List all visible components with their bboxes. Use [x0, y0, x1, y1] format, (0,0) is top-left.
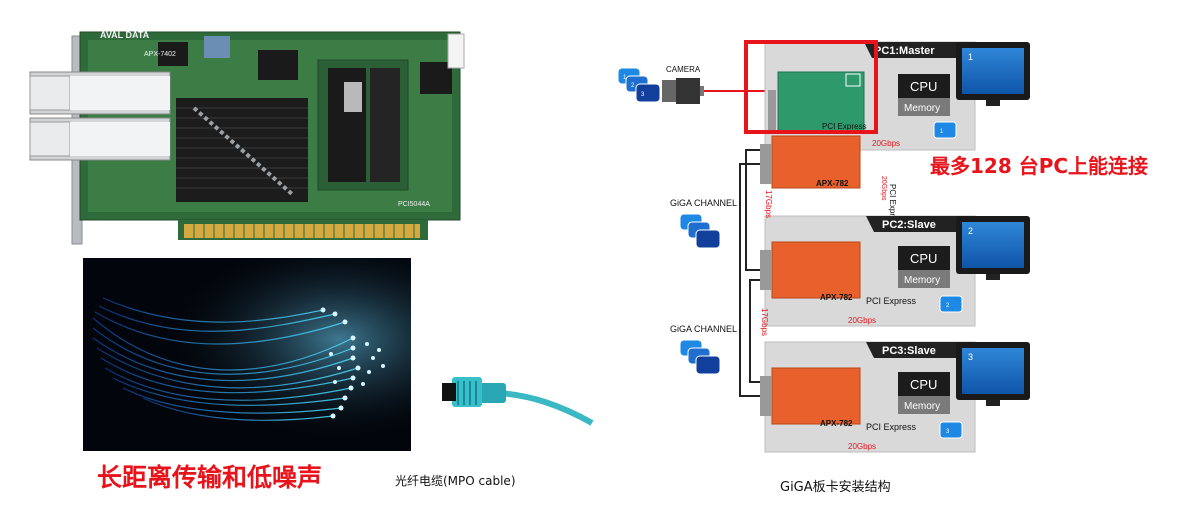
cam-badge-3-label: 3 — [641, 92, 645, 98]
giga-channel-cables — [739, 149, 760, 397]
pc3-cpu-label: CPU — [910, 377, 937, 392]
pc2-pci-label: PCI Express — [866, 296, 917, 306]
fiber-optic-image — [83, 258, 411, 451]
pc1-monitor-number: 1 — [968, 52, 973, 62]
giga-channel-stack-2 — [679, 339, 721, 375]
pc1-cpu-label: CPU — [910, 79, 937, 94]
mpo-cable-caption: 光纤电缆(MPO cable) — [395, 474, 516, 488]
pc1-title: PC1:Master — [874, 45, 935, 57]
pc1-memory-label: Memory — [904, 103, 940, 114]
pc1-apx782-card: APX-782 PCI Express 20Gbps — [760, 135, 897, 228]
pc1-small-badge: 1 — [940, 129, 944, 135]
cam-badge-2-label: 2 — [631, 83, 635, 89]
giga-channel-label-2: GiGA CHANNEL — [670, 324, 737, 334]
pc3-pci-label: PCI Express — [866, 422, 917, 432]
pc2-memory-label: Memory — [904, 275, 940, 286]
pc2-monitor-number: 2 — [968, 226, 973, 236]
structure-caption: GiGA板卡安装结构 — [780, 480, 891, 495]
pc2-monitor-icon: 2 — [956, 216, 1030, 280]
pcb-model-text: APX-7402 — [144, 51, 176, 58]
pc1-pci-vertical: PCI Express — [888, 184, 897, 228]
pc2-small-badge: 2 — [946, 303, 950, 309]
pc3-speed-label: 20Gbps — [848, 442, 876, 451]
mpo-cable-image — [442, 377, 594, 426]
camera-stack: 1 2 3 — [617, 67, 661, 103]
giga-channel-stack-1 — [679, 213, 721, 249]
pc3-monitor-number: 3 — [968, 352, 973, 362]
pcb-part-text: PCI5044A — [398, 201, 430, 208]
pc3-slave-box: PC3:Slave CPU Memory APX-782 PCI Express… — [760, 341, 976, 453]
pc1-speed-vertical: 20Gbps — [880, 176, 887, 201]
giga-speed-label-1: 17Gbps — [764, 190, 773, 218]
pc2-title: PC2:Slave — [882, 219, 936, 231]
pc3-title: PC3:Slave — [882, 345, 936, 357]
giga-board-photo: AVAL DATA APX-7402 PCI5044A — [29, 30, 465, 245]
max-pc-connect-caption: 最多128 台PC上能连接 — [930, 154, 1149, 178]
giga-install-diagram: 1 2 3 CAMERA PC1:Master CPU Memory PCI E… — [617, 40, 1030, 453]
long-distance-caption: 长距离传输和低噪声 — [97, 463, 323, 492]
pc1-pci-label: PCI Express — [822, 122, 866, 131]
pcb-brand-text: AVAL DATA — [100, 30, 150, 40]
pc2-slave-box: PC2:Slave CPU Memory APX-782 PCI Express… — [760, 215, 976, 327]
pc3-card-model: APX-782 — [820, 419, 853, 428]
giga-channel-label-1: GiGA CHANNEL — [670, 198, 737, 208]
pc3-small-badge: 3 — [946, 429, 950, 435]
pc1-speed-label: 20Gbps — [872, 139, 900, 148]
master-card-highlight — [744, 40, 878, 134]
camera-label: CAMERA — [666, 65, 701, 74]
giga-speed-label-2: 17Gbps — [760, 308, 769, 336]
cam-badge-1-label: 1 — [623, 75, 627, 81]
pc3-monitor-icon: 3 — [956, 342, 1030, 406]
pc2-cpu-label: CPU — [910, 251, 937, 266]
pc1-card-model: APX-782 — [816, 179, 849, 188]
pc3-memory-label: Memory — [904, 401, 940, 412]
pc2-speed-label: 20Gbps — [848, 316, 876, 325]
camera-icon — [662, 78, 704, 104]
pc2-card-model: APX-782 — [820, 293, 853, 302]
pc1-monitor-icon: 1 — [956, 42, 1030, 106]
